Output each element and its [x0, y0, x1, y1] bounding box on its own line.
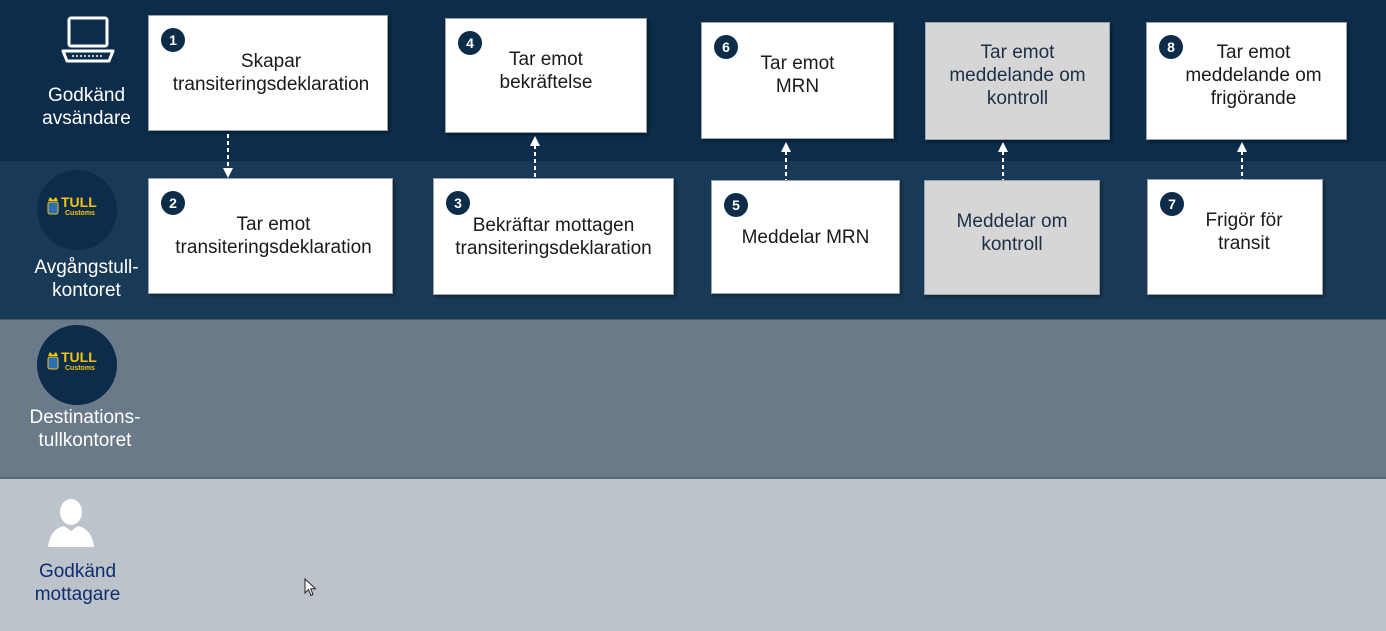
lane-label-departure: Avgångstull- kontoret: [34, 257, 139, 301]
control-receive-box: Tar emot meddelande om kontroll: [925, 22, 1110, 140]
step-text: Tar emot MRN: [760, 52, 835, 97]
step-badge: 3: [446, 191, 470, 215]
arrow-3-to-4: [530, 136, 540, 178]
step-text: Bekräftar mottagen transiteringsdeklarat…: [455, 214, 652, 259]
step-text: Skapar transiteringsdeklaration: [172, 51, 370, 95]
lane-office-of-destination: [0, 319, 1386, 477]
step-8-box: 8 Tar emot meddelande om frigörande: [1146, 22, 1347, 140]
logo-word: TULL: [61, 349, 97, 365]
step-5-box: 5 Meddelar MRN: [711, 180, 900, 294]
crown-icon: [47, 197, 59, 215]
arrow-control: [998, 142, 1008, 180]
step-text: Meddelar MRN: [741, 226, 870, 248]
step-text: Frigör för transit: [1205, 210, 1283, 254]
laptop-icon: [61, 16, 115, 63]
lane-label-destination: Destinations- tullkontoret: [29, 407, 141, 451]
step-text: Tar emot bekräftelse: [499, 48, 593, 93]
mouse-cursor-icon: [304, 578, 317, 597]
step-badge: 2: [161, 191, 185, 215]
logo-word: TULL: [61, 194, 97, 210]
step-badge: 1: [161, 28, 185, 52]
step-badge: 4: [458, 31, 482, 55]
step-badge: 7: [1160, 192, 1184, 216]
step-text: Tar emot transiteringsdeklaration: [175, 214, 372, 258]
arrow-7-to-8: [1237, 142, 1247, 180]
control-receive-text: Tar emot meddelande om kontroll: [949, 41, 1086, 109]
arrow-1-to-2: [223, 134, 233, 178]
control-notify-text: Meddelar om kontroll: [956, 210, 1068, 255]
tull-customs-logo: TULL Customs: [37, 170, 117, 250]
lane-authorised-consignee: [0, 477, 1386, 631]
logo-sub: Customs: [65, 365, 95, 372]
lane-label-sender: Godkänd avsändare: [42, 85, 131, 129]
step-badge: 6: [714, 35, 738, 59]
logo-sub: Customs: [65, 210, 95, 217]
step-badge: 8: [1159, 35, 1183, 59]
arrow-5-to-6: [781, 142, 791, 180]
control-notify-box: Meddelar om kontroll: [924, 180, 1100, 295]
step-badge: 5: [724, 193, 748, 217]
step-4-box: 4 Tar emot bekräftelse: [445, 18, 647, 133]
step-1-box: 1 Skapar transiteringsdeklaration: [148, 15, 388, 131]
step-3-box: 3 Bekräftar mottagen transiteringsdeklar…: [433, 178, 674, 295]
person-icon: [48, 499, 94, 547]
step-text: Tar emot meddelande om frigörande: [1185, 41, 1322, 109]
step-6-box: 6 Tar emot MRN: [701, 22, 894, 139]
lane-label-receiver: Godkänd mottagare: [34, 561, 121, 605]
step-2-box: 2 Tar emot transiteringsdeklaration: [148, 178, 393, 294]
tull-customs-logo: TULL Customs: [37, 325, 117, 405]
crown-icon: [47, 352, 59, 370]
step-7-box: 7 Frigör för transit: [1147, 179, 1323, 295]
